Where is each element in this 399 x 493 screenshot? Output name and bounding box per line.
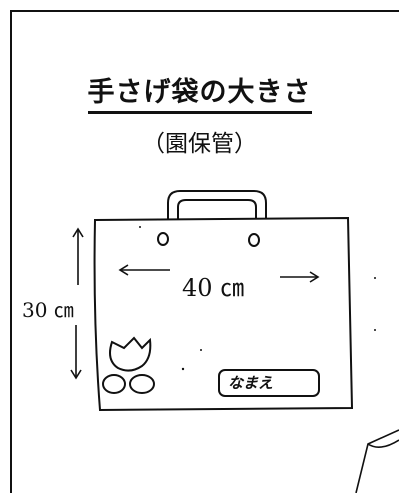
tulip-icon (102, 336, 155, 394)
bag-handle (167, 190, 267, 219)
tote-bag-icon (93, 216, 354, 412)
height-dimension-label: 30 ㎝ (20, 294, 76, 323)
page-title-text: 手さげ袋の大きさ (87, 77, 312, 114)
page-curl-icon (355, 427, 399, 493)
handle-hole-left (157, 232, 169, 246)
page-frame (10, 10, 399, 493)
page-title: 手さげ袋の大きさ (0, 70, 399, 114)
handle-hole-right (248, 233, 260, 247)
dimension-arrow-icon (70, 227, 84, 380)
page-subtitle: （園保管） (142, 131, 257, 157)
width-dimension-label: 40 ㎝ (178, 268, 249, 303)
name-tag: なまえ (218, 369, 320, 397)
width-arrow (118, 264, 320, 283)
